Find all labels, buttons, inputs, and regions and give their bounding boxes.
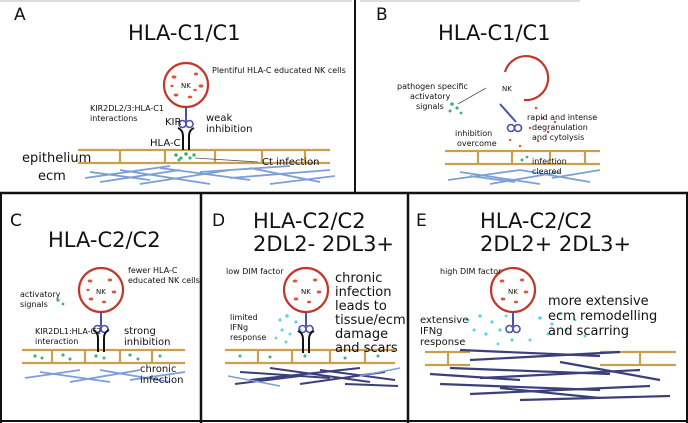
panel-a-epithelium-label: epithelium — [22, 151, 91, 166]
panel-a-infection — [174, 152, 196, 162]
panel-e-response-label: response — [420, 337, 465, 348]
panel-b-signal-pointer — [457, 87, 487, 105]
panel-e-dim-label: high DIM factor — [440, 267, 502, 276]
panel-e-extensive-label: extensive — [420, 315, 468, 326]
panel-a-inhibition-label: inhibition — [206, 124, 253, 135]
panel-c-letter: C — [10, 211, 22, 231]
panel-d-nk-label: NK — [301, 288, 311, 296]
panel-a-kir-interactions-label: KIR2DL2/3:HLA-C1 — [90, 104, 164, 113]
panel-c-nk-cell: NK — [77, 266, 125, 314]
panel-b-signal-dots — [448, 102, 529, 162]
panel-c: C HLA-C2/C2 — [10, 211, 200, 386]
panel-a-title: HLA-C1/C1 — [128, 21, 241, 45]
panel-e-title-line1: HLA-C2/C2 — [480, 209, 593, 233]
panel-b-activatory-label: activatory — [410, 92, 451, 101]
panel-c-nk-label: NK — [96, 288, 106, 296]
panel-c-kir-label: KIR2DL1:HLA-C2 — [35, 327, 101, 336]
panel-b-receptor-left — [506, 123, 516, 133]
panel-b-nk-label: NK — [502, 85, 512, 93]
panel-c-infection-label: infection — [140, 375, 183, 386]
panel-a-hla-c-label: HLA-C — [150, 138, 181, 149]
panel-d: D HLA-C2/C2 2DL2- 2DL3+ — [212, 209, 406, 387]
panel-b-pathogen-label: pathogen specific — [397, 82, 468, 91]
panel-a-infection-label: Ct infection — [262, 157, 320, 168]
panel-d-title-line1: HLA-C2/C2 — [253, 209, 366, 233]
panel-c-strong-label: strong — [124, 326, 156, 337]
panel-e: E HLA-C2/C2 2DL2+ 2DL3+ — [416, 209, 676, 402]
panel-d-chronic-line5: damage — [335, 327, 388, 342]
panel-d-letter: D — [212, 211, 225, 231]
panel-d-ecm-light-fibers — [227, 367, 401, 387]
panel-c-signals-label: signals — [20, 300, 48, 309]
panel-e-ifng-label: IFNg — [420, 326, 443, 337]
panel-a-ecm-fibers — [84, 165, 336, 185]
panel-e-more-line1: more extensive — [548, 294, 649, 309]
panel-d-chronic-line2: infection — [335, 285, 391, 300]
panel-e-more-line2: ecm remodelling — [548, 309, 657, 324]
panel-e-more-line3: and scarring — [548, 324, 629, 339]
panel-b-ecm-fibers — [447, 169, 601, 185]
panel-c-chronic-label: chronic — [140, 364, 176, 375]
panel-d-ifn-cloud — [274, 314, 302, 344]
panel-a-infection-pointer — [194, 157, 259, 163]
panel-b-cytolysis-label: and cytolysis — [532, 133, 584, 142]
panel-a-epithelium-layer — [78, 148, 330, 165]
panel-c-title: HLA-C2/C2 — [48, 228, 161, 252]
panel-b-title: HLA-C1/C1 — [438, 21, 551, 45]
panel-e-title-line2: 2DL2+ 2DL3+ — [480, 232, 631, 256]
panel-b-receptor-right — [513, 123, 523, 133]
panel-d-infection — [238, 354, 380, 360]
panel-a-interactions-label: interactions — [90, 114, 137, 123]
panel-d-response-label: response — [230, 333, 266, 342]
panel-b-degranulation-label: degranulation — [532, 123, 588, 132]
panel-c-fewer-label: fewer HLA-C — [128, 266, 178, 275]
panel-a-nk-cell: NK — [162, 61, 210, 109]
panel-e-kir-receptor — [505, 311, 521, 334]
panel-e-nk-label: NK — [508, 288, 518, 296]
panel-a-nk-label: NK — [181, 82, 191, 90]
panel-d-chronic-line6: and scars — [335, 341, 398, 356]
panel-d-ifng-label: IFNg — [230, 323, 248, 332]
panel-c-interaction-label: interaction — [35, 337, 78, 346]
panel-b-epithelium-layer — [445, 149, 600, 166]
panel-b-overcome-label: overcome — [457, 139, 497, 148]
panel-a-weak-label: weak — [206, 113, 232, 124]
panel-d-ecm-fibers — [234, 367, 399, 387]
panel-c-educated-label: educated NK cells — [128, 276, 200, 285]
panel-e-ecm-fibers — [429, 348, 671, 402]
panel-d-nk-cell: NK — [282, 266, 330, 314]
panel-a-letter: A — [14, 5, 26, 25]
panel-a-educated-label: Plentiful HLA-C educated NK cells — [212, 66, 346, 75]
panel-d-limited-label: limited — [230, 313, 258, 322]
panel-d-chronic-line3: leads to — [335, 299, 387, 314]
panel-b-rapid-label: rapid and intense — [527, 113, 597, 122]
panel-c-infection — [33, 298, 162, 361]
panel-a-ecm-label: ecm — [38, 169, 66, 184]
panel-b-letter: B — [376, 5, 388, 25]
panel-d-chronic-line1: chronic — [335, 271, 382, 286]
panel-b-signals-label: signals — [416, 102, 444, 111]
panel-d-chronic-line4: tissue/ecm — [335, 313, 406, 328]
panel-b-infection-label: infection — [532, 157, 567, 166]
panel-a-kir-label: KIR — [165, 117, 182, 128]
panel-e-letter: E — [416, 211, 427, 231]
panel-b-receptor-stalk — [499, 103, 517, 123]
panel-d-title-line2: 2DL2- 2DL3+ — [253, 232, 394, 256]
panel-b-inhibition-label: inhibition — [455, 129, 492, 138]
panel-b: B HLA-C1/C1 — [376, 5, 601, 185]
panel-b-nk-cell: NK — [502, 55, 550, 102]
panel-b-granules-released — [508, 106, 557, 148]
panel-c-ecm-fibers — [24, 369, 186, 383]
panel-c-activatory-label: activatory — [20, 290, 61, 299]
panel-c-inhibition-label: inhibition — [124, 337, 171, 348]
panel-b-cleared-label: cleared — [532, 167, 562, 176]
panel-d-dim-label: low DIM factor — [226, 267, 284, 276]
panel-a: A HLA-C1/C1 — [14, 5, 346, 185]
